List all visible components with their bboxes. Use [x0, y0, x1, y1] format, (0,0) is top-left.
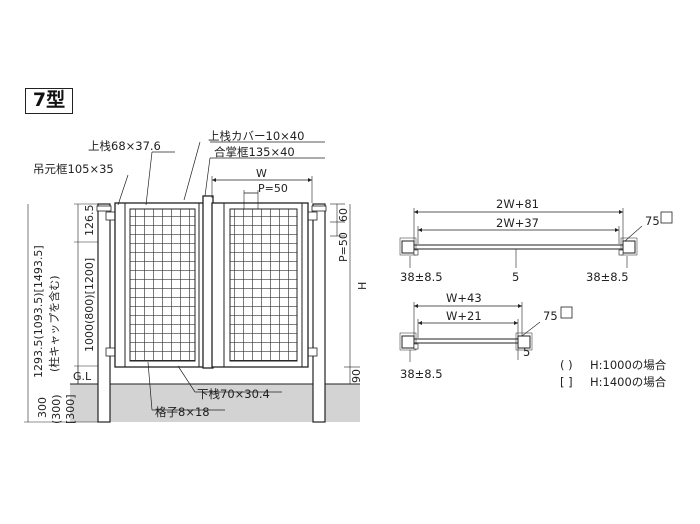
label-dim-90: 90	[350, 369, 363, 383]
plan-double-post-right	[622, 240, 636, 254]
plan-double-left-offset: 38±8.5	[400, 270, 443, 284]
plan-double-outer: 2W+81	[496, 197, 539, 211]
plan-view-single: W+43 W+21 75 38±8.5 5	[399, 291, 573, 381]
label-top-rail: 上栈68×37.6	[88, 139, 161, 153]
model-title: 7型	[25, 88, 73, 114]
notes: ( ) H:1000の場合 [ ] H:1400の場合	[560, 358, 667, 389]
label-dim-p50: P=50	[337, 232, 350, 262]
plan-single-inner: W+21	[446, 309, 482, 323]
plan-double-inner: 2W+37	[496, 216, 539, 230]
left-post	[97, 203, 111, 423]
plan-view-double: 2W+81 2W+37 75 38±8.5 5 38±8.5	[399, 197, 673, 284]
label-buried: 300	[36, 397, 49, 418]
label-height-main: 1000(800)[1200]	[83, 258, 96, 352]
right-door-mesh	[229, 208, 298, 362]
plan-double-bar	[413, 244, 624, 250]
note-2-bracket: [ ]	[560, 375, 573, 389]
plan-single-post-left	[401, 335, 415, 349]
note-1-bracket: ( )	[560, 358, 573, 372]
label-post-total: 1293.5(1093.5)[1493.5]	[32, 245, 45, 378]
label-dim-126: 126.5	[83, 205, 96, 237]
plan-single-outer: W+43	[446, 291, 482, 305]
label-post-total-note: (柱キャップを含む)	[47, 275, 61, 372]
plan-single-gap: 5	[523, 345, 530, 359]
note-1-text: H:1000の場合	[590, 358, 667, 372]
plan-double-post-left	[401, 240, 415, 254]
label-dim-60: 60	[337, 208, 350, 222]
plan-single-post: 75	[543, 309, 558, 323]
label-ground-line: G.L	[73, 370, 92, 383]
label-pitch: P=50	[258, 182, 288, 195]
label-buried-alt: (300)	[50, 394, 63, 424]
label-bottom-rail: 下栈70×30.4	[197, 387, 270, 401]
ground-fill	[70, 384, 360, 422]
label-meeting-frame: 合掌框135×40	[214, 145, 295, 159]
front-view: 上栈68×37.6 上栈カバー10×40 吊元框105×35 合掌框135×40…	[24, 129, 369, 424]
right-post	[312, 203, 326, 423]
label-width: W	[256, 167, 267, 180]
label-buried-alt2: [300]	[64, 394, 77, 424]
label-hanging-frame: 吊元框105×35	[33, 162, 114, 176]
plan-double-right-offset: 38±8.5	[586, 270, 629, 284]
left-door-mesh	[129, 208, 196, 362]
plan-single-left-offset: 38±8.5	[400, 367, 443, 381]
label-top-rail-cover: 上栈カバー10×40	[208, 129, 304, 143]
plan-double-center: 5	[512, 270, 519, 284]
plan-single-post-right	[517, 335, 531, 349]
plan-single-bar	[413, 338, 519, 344]
note-2-text: H:1400の場合	[590, 375, 667, 389]
plan-double-post: 75	[645, 214, 660, 228]
label-lattice: 格子8×18	[155, 405, 210, 419]
label-height: H	[356, 282, 369, 290]
